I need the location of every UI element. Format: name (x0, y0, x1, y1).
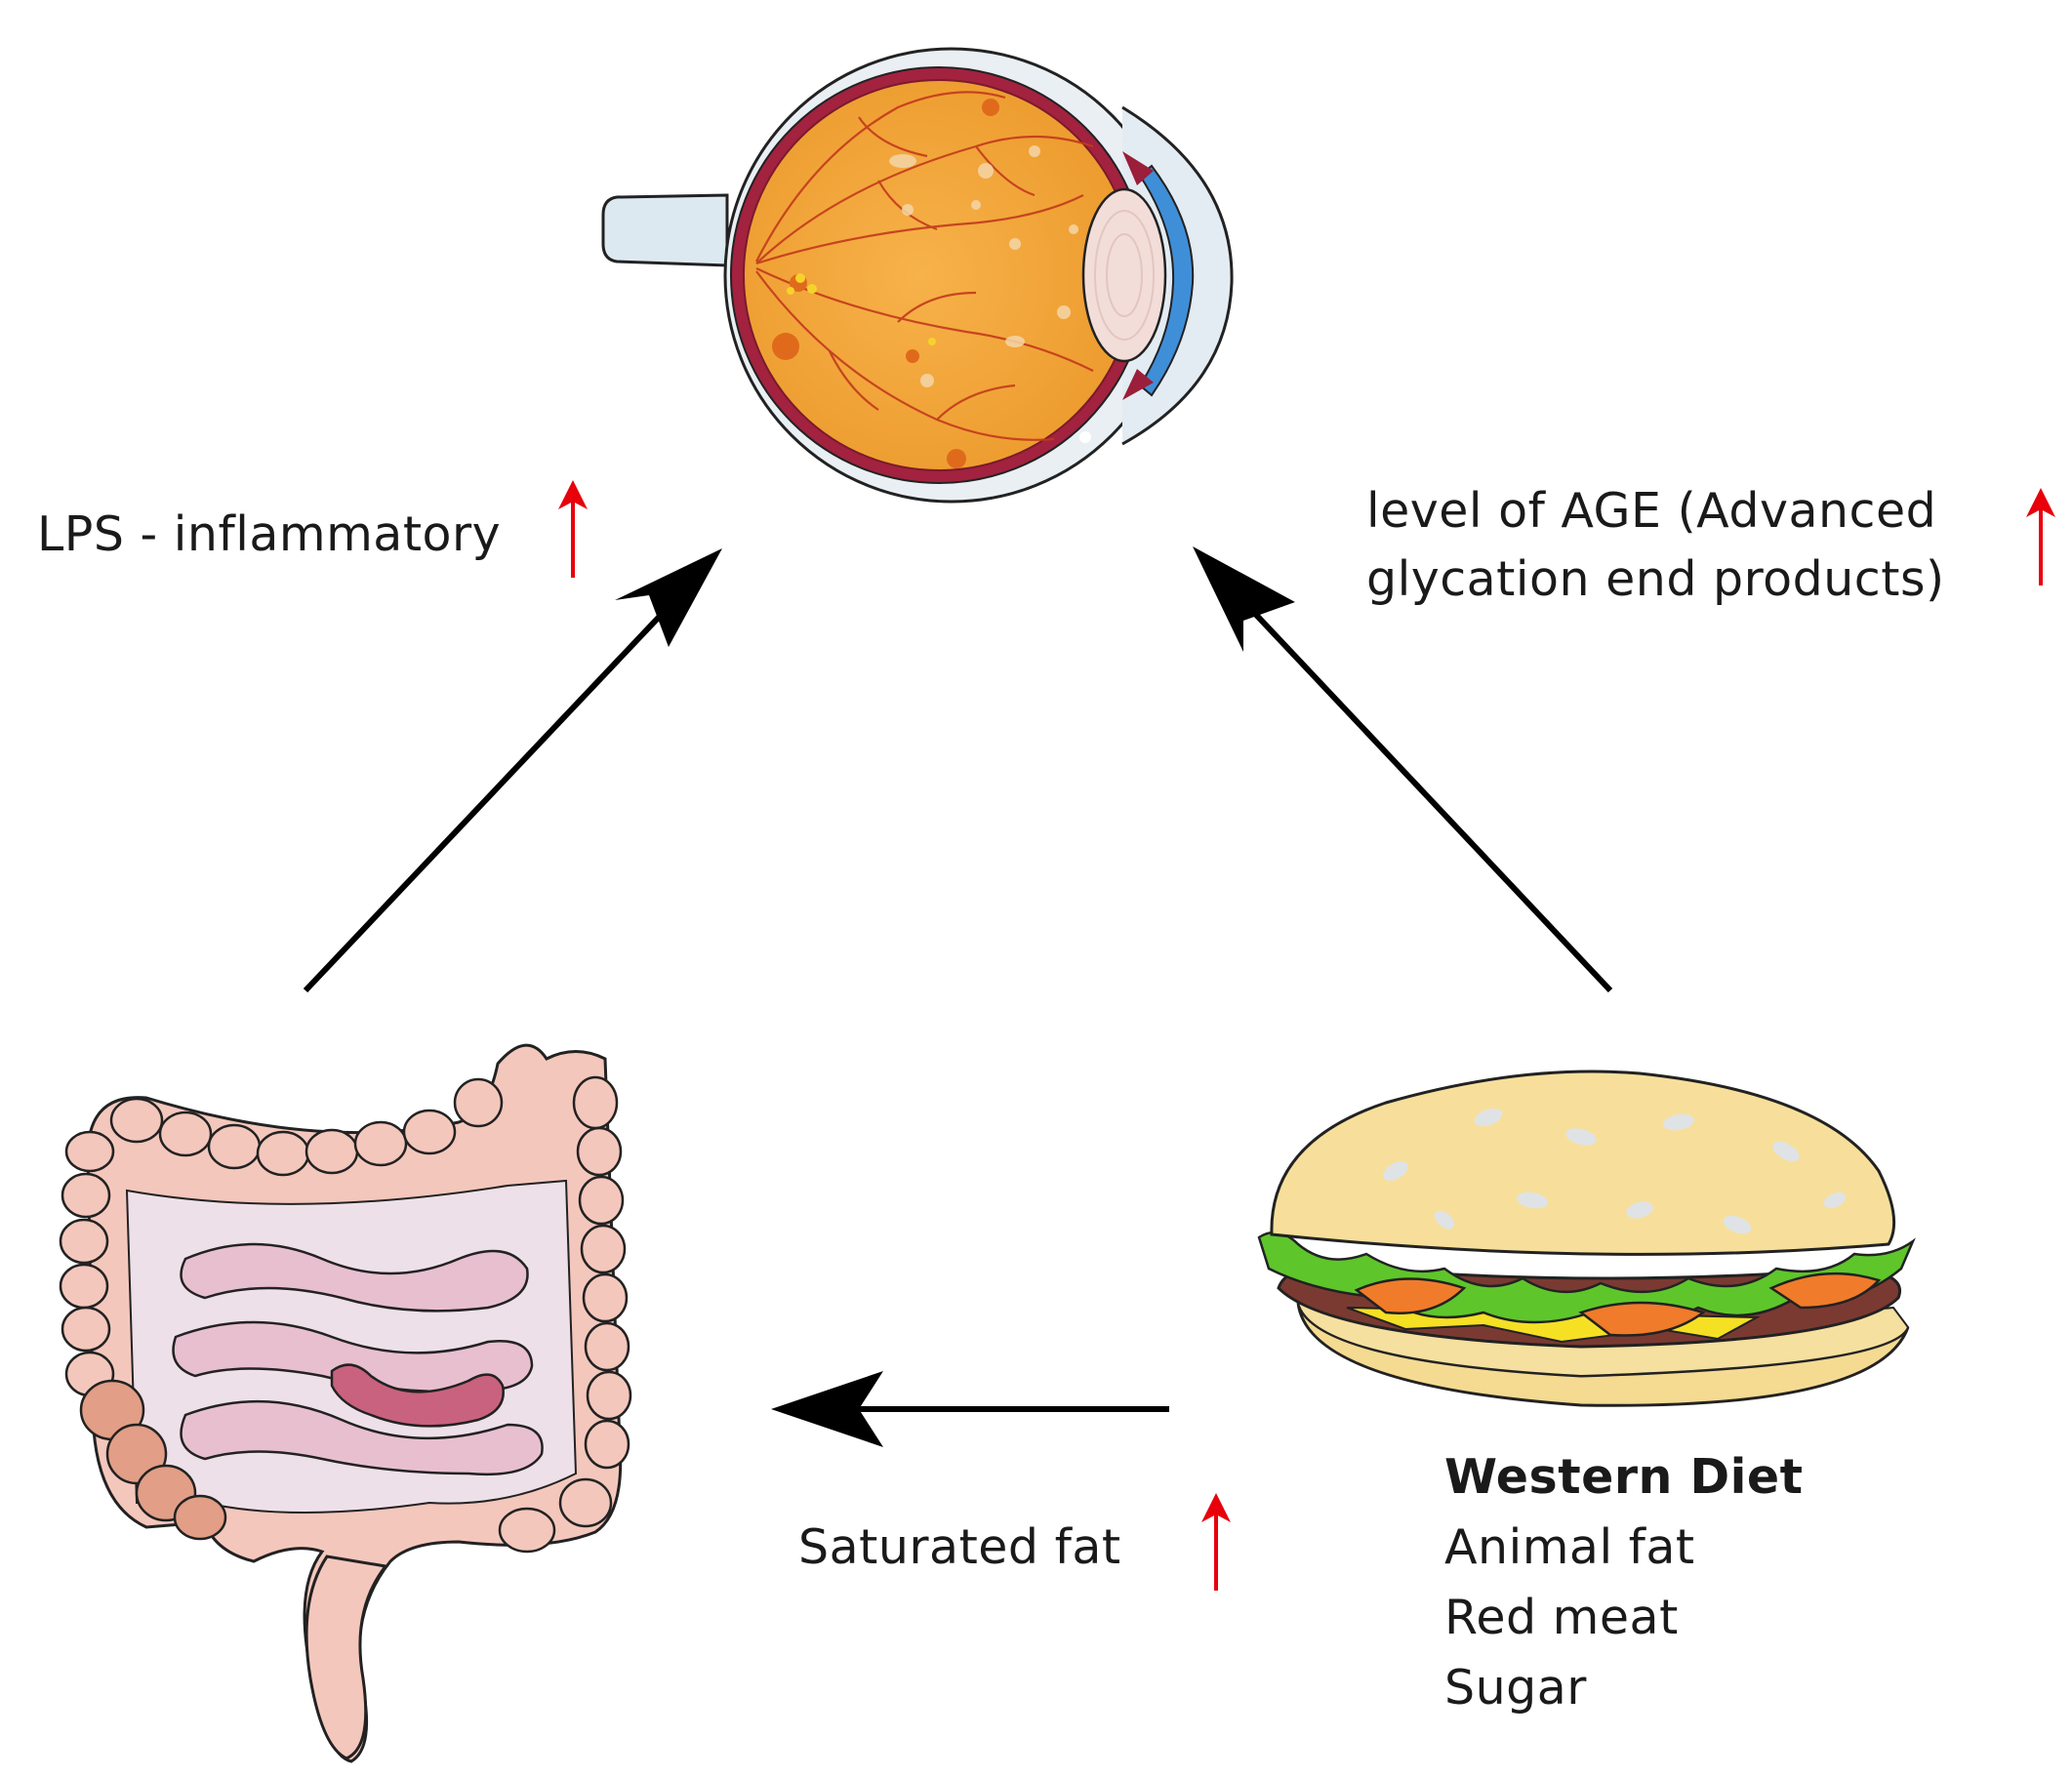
arrow-diet-to-gut (771, 1371, 1169, 1447)
age-label-line2: glycation end products) (1366, 551, 1945, 607)
burger-icon (1257, 1070, 1916, 1407)
increase-arrow-icon (2026, 488, 2055, 586)
age-label-line1: level of AGE (Advanced (1366, 483, 1937, 539)
eye-icon (601, 47, 1234, 504)
western-diet-item: Red meat (1444, 1590, 1679, 1645)
western-diet-title: Western Diet (1444, 1449, 1804, 1505)
increase-arrow-icon (558, 480, 588, 578)
saturated-fat-label: Saturated fat (798, 1519, 1121, 1575)
lps-label: LPS - inflammatory (37, 506, 502, 562)
arrow-diet-to-eye (1193, 546, 1613, 993)
western-diet-item: Sugar (1444, 1660, 1587, 1716)
intestine-icon (59, 1043, 632, 1763)
increase-arrow-icon (1201, 1493, 1231, 1591)
arrow-gut-to-eye (303, 548, 722, 993)
western-diet-item: Animal fat (1444, 1519, 1695, 1575)
